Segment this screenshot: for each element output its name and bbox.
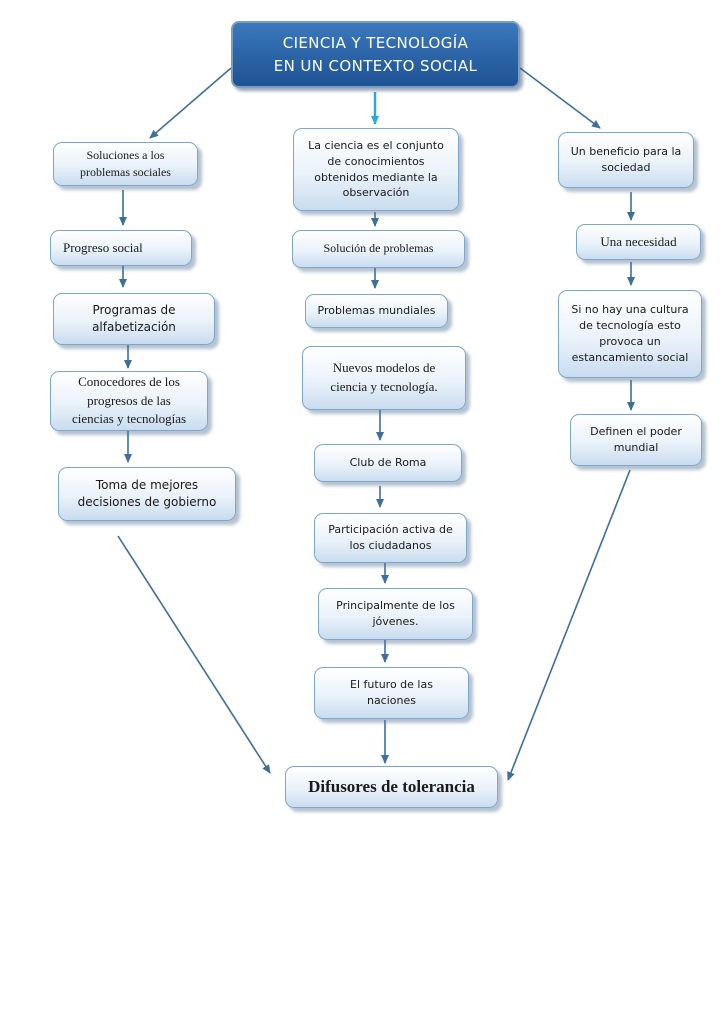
node-center-club-text: Club de Roma <box>349 456 427 470</box>
node-center-ciencia-text: La ciencia es el conjunto de conocimient… <box>308 138 444 200</box>
arrow-title-to-right <box>519 67 601 129</box>
node-center-club: Club de Roma <box>314 444 462 482</box>
node-right-poder-text: Definen el poder mundial <box>590 425 682 454</box>
node-left-toma-text: Toma de mejores decisiones de gobierno <box>77 477 217 509</box>
node-right-cultura-text: Si no hay una cultura de tecnología esto… <box>571 303 689 364</box>
node-left-soluciones-text: Soluciones a los problemas sociales <box>80 147 171 179</box>
node-center-participacion-text: Participación activa de los ciudadanos <box>328 523 453 552</box>
node-center-futuro-text: El futuro de las naciones <box>350 678 433 707</box>
node-center-solucion: Solución de problemas <box>292 230 465 268</box>
node-right-necesidad: Una necesidad <box>576 224 701 260</box>
node-final-difusores: Difusores de tolerancia <box>285 766 498 808</box>
node-center-nuevos-text: Nuevos modelos de ciencia y tecnología. <box>330 360 438 394</box>
node-center-principalmente: Principalmente de los jóvenes. <box>318 588 473 640</box>
node-right-necesidad-text: Una necesidad <box>600 233 677 249</box>
node-right-beneficio-text: Un beneficio para la sociedad <box>570 145 682 174</box>
node-left-soluciones: Soluciones a los problemas sociales <box>53 142 198 186</box>
diagram-title-text: CIENCIA Y TECNOLOGÍA EN UN CONTEXTO SOCI… <box>273 34 478 75</box>
node-center-ciencia: La ciencia es el conjunto de conocimient… <box>293 128 459 211</box>
node-center-principalmente-text: Principalmente de los jóvenes. <box>336 599 455 628</box>
node-right-cultura: Si no hay una cultura de tecnología esto… <box>558 290 702 378</box>
node-left-conocedores-text: Conocedores de los progresos de las cien… <box>71 373 187 427</box>
node-left-progreso: Progreso social <box>50 230 192 266</box>
node-left-progreso-text: Progreso social <box>63 239 143 255</box>
node-left-programas: Programas de alfabetización <box>53 293 215 345</box>
node-left-toma: Toma de mejores decisiones de gobierno <box>58 467 236 521</box>
node-center-problemas-text: Problemas mundiales <box>317 304 436 318</box>
node-center-problemas: Problemas mundiales <box>305 294 448 328</box>
node-right-beneficio: Un beneficio para la sociedad <box>558 132 694 188</box>
node-left-conocedores: Conocedores de los progresos de las cien… <box>50 371 208 431</box>
arrow-right-to-final <box>507 469 631 781</box>
node-center-nuevos: Nuevos modelos de ciencia y tecnología. <box>302 346 466 410</box>
node-center-solucion-text: Solución de problemas <box>323 241 434 256</box>
node-center-participacion: Participación activa de los ciudadanos <box>314 513 467 563</box>
arrow-title-to-left <box>149 67 232 139</box>
node-final-difusores-text: Difusores de tolerancia <box>308 777 475 796</box>
diagram-title: CIENCIA Y TECNOLOGÍA EN UN CONTEXTO SOCI… <box>231 21 520 88</box>
arrow-left-to-final <box>117 535 271 774</box>
node-right-poder: Definen el poder mundial <box>570 414 702 466</box>
node-left-programas-text: Programas de alfabetización <box>92 302 176 334</box>
node-center-futuro: El futuro de las naciones <box>314 667 469 719</box>
